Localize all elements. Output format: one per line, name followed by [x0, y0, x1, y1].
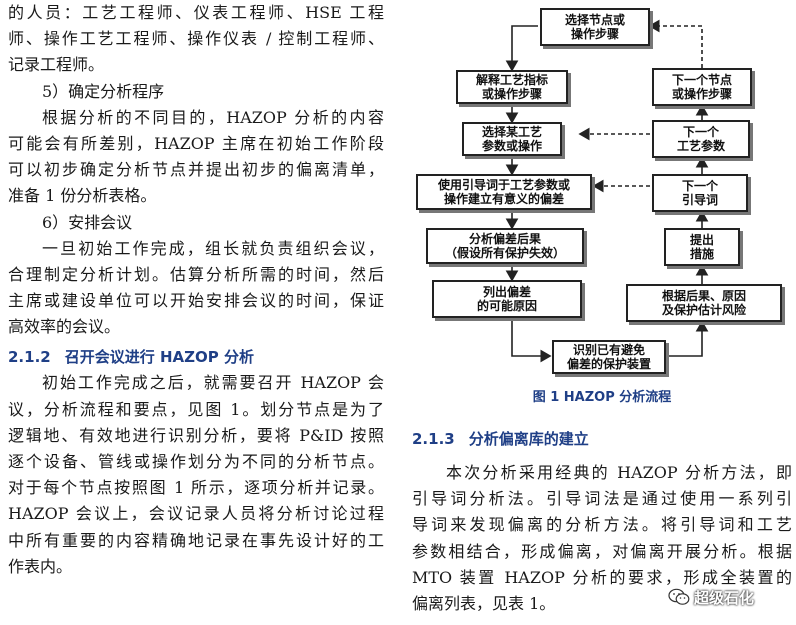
- watermark-text: 超级石化: [694, 588, 755, 607]
- box-explain-intent: 解释工艺指标 或操作步骤: [456, 70, 568, 104]
- text-line: 主席或建设单位可以开始安排会议的时间，保证: [8, 291, 384, 311]
- text-line: 引导词分析法。引导词法是通过使用一系列引: [412, 489, 792, 509]
- text-line: 高效率的会议。: [8, 317, 121, 337]
- text-line: 作表内。: [8, 556, 73, 576]
- section-number: 2.1.2: [8, 348, 51, 367]
- text-line: 5）确定分析程序: [42, 81, 165, 101]
- left-column: 的人员：工艺工程师、仪表工程师、HSE 工程师、操作工艺工程师、操作仪表 / 控…: [8, 0, 384, 580]
- box-analyze-consequence: 分析偏差后果 （假设所有保护失效）: [426, 228, 584, 264]
- box-apply-guideword: 使用引导词于工艺参数或 操作建立有意义的偏差: [416, 174, 592, 210]
- hazop-flowchart: 选择节点或 操作步骤解释工艺指标 或操作步骤选择某工艺 参数或操作使用引导词于工…: [412, 0, 792, 386]
- text-line: 师、操作工艺工程师、操作仪表 / 控制工程师、: [8, 29, 384, 49]
- text-line: 偏离列表，见表 1。: [412, 593, 556, 613]
- section-title: 召开会议进行 HAZOP 分析: [64, 348, 254, 367]
- box-select-parameter: 选择某工艺 参数或操作: [462, 122, 562, 156]
- text-line: 6）安排会议: [42, 212, 133, 232]
- text-line: HAZOP 会议上，会议记录人员将分析讨论过程: [8, 504, 384, 524]
- text-line: 一旦初始工作完成，组长就负责组织会议，: [42, 238, 384, 258]
- text-line: 对于每个节点按照图 1 所示，逐项分析并记录。: [8, 478, 384, 498]
- right-paragraphs: 本次分析采用经典的 HAZOP 分析方法，即引导词分析法。引导词法是通过使用一系…: [412, 460, 792, 617]
- text-line: 准备 1 份分析表格。: [8, 186, 157, 206]
- flowchart-connectors: [505, 19, 709, 363]
- right-column: 2.1.3 分析偏离库的建立 本次分析采用经典的 HAZOP 分析方法，即引导词分…: [412, 426, 792, 617]
- text-line: MTO 装置 HAZOP 分析的要求，形成全装置的: [412, 567, 792, 587]
- text-line: 中所有重要的内容精确地记录在事先设计好的工: [8, 530, 384, 550]
- section-heading-2-1-2: 2.1.2 召开会议进行 HAZOP 分析: [8, 344, 384, 370]
- section-heading-2-1-3: 2.1.3 分析偏离库的建立: [412, 426, 792, 452]
- box-identify-safeguards: 识别已有避免 偏差的保护装置: [552, 340, 666, 374]
- text-line: 可以初步确定分析节点并提出初步的偏离清单，: [8, 160, 384, 180]
- left-paragraphs: 的人员：工艺工程师、仪表工程师、HSE 工程师、操作工艺工程师、操作仪表 / 控…: [8, 0, 384, 340]
- box-propose-measures: 提出 措施: [664, 228, 740, 266]
- box-next-parameter: 下一个 工艺参数: [652, 120, 750, 158]
- text-line: 参数相结合，形成偏离，对偏离开展分析。根据: [412, 541, 792, 561]
- text-line: 议，分析流程和要点，见图 1。划分节点是为了: [8, 399, 384, 419]
- section-number: 2.1.3: [412, 430, 455, 448]
- text-line: 逻辑地、有效地进行识别分析，要将 P&ID 按照: [8, 425, 384, 445]
- box-next-node: 下一个节点 或操作步骤: [652, 68, 752, 106]
- text-line: 导词来发现偏离的分析方法。将引导词和工艺: [412, 515, 792, 535]
- box-select-node: 选择节点或 操作步骤: [540, 8, 650, 46]
- text-line: 初始工作完成之后，就需要召开 HAZOP 会: [42, 373, 384, 393]
- text-line: 逐个设备、管线或操作划分为不同的分析节点。: [8, 452, 384, 471]
- text-line: 的人员：工艺工程师、仪表工程师、HSE 工程: [8, 3, 384, 22]
- box-assess-risk: 根据后果、原因 及保护估计风险: [626, 284, 782, 322]
- text-line: 合理制定分析计划。估算分析所需的时间，然后: [8, 264, 384, 284]
- box-next-guideword: 下一个 引导词: [652, 174, 748, 212]
- text-line: 本次分析采用经典的 HAZOP 分析方法，即: [446, 463, 792, 482]
- wechat-icon: [668, 588, 690, 605]
- box-list-causes: 列出偏差 的可能原因: [432, 280, 582, 318]
- figure-caption: 图 1 HAZOP 分析流程: [532, 390, 672, 405]
- section-title: 分析偏离库的建立: [468, 430, 589, 448]
- left-paragraphs-2: 初始工作完成之后，就需要召开 HAZOP 会议，分析流程和要点，见图 1。划分节…: [8, 370, 384, 580]
- text-line: 根据分析的不同目的，HAZOP 分析的内容: [42, 107, 384, 127]
- watermark: 超级石化: [668, 586, 794, 608]
- text-line: 记录工程师。: [8, 55, 105, 75]
- text-line: 可能会有所差别，HAZOP 主席在初始工作阶段: [8, 133, 384, 153]
